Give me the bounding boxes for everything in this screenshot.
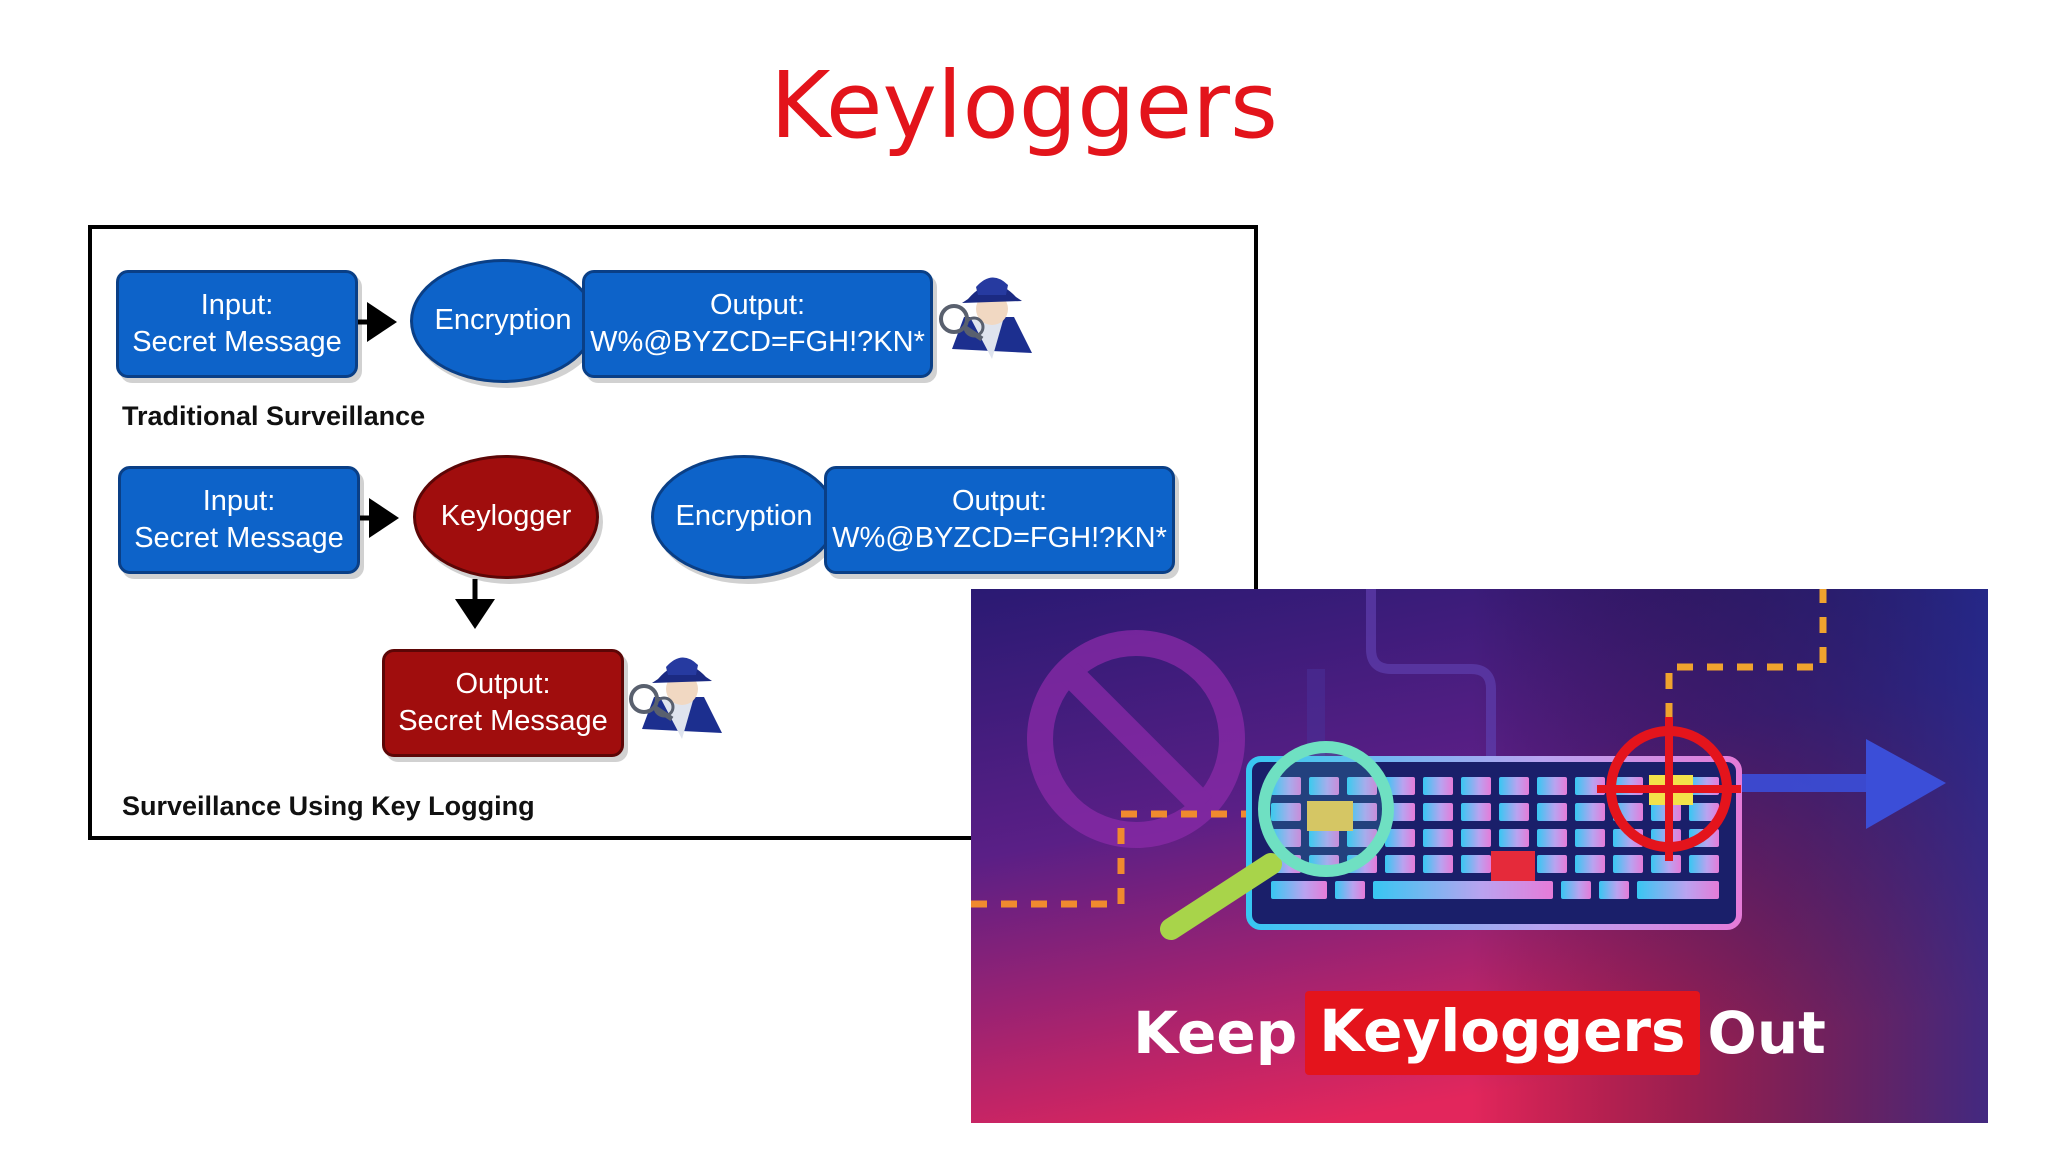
traditional-input-box: Input: Secret Message	[116, 270, 358, 378]
traditional-output-label: Output:	[709, 288, 806, 321]
arrow-right-icon	[1741, 739, 1946, 829]
keylogging-output-box: Output: W%@BYZCD=FGH!?KN*	[824, 466, 1175, 574]
keylogging-encryption-node: Encryption	[651, 455, 837, 579]
prohibition-icon	[1027, 630, 1245, 848]
captured-output-label: Output:	[455, 667, 551, 700]
traditional-caption: Traditional Surveillance	[122, 401, 426, 431]
keep-keyloggers-out-banner: Keep Keyloggers Out	[971, 589, 1988, 1123]
captured-output-box: Output: Secret Message	[382, 649, 624, 757]
spy-icon	[939, 277, 1032, 359]
traditional-encryption-label: Encryption	[434, 304, 572, 337]
traditional-output-box: Output: W%@BYZCD=FGH!?KN*	[582, 270, 933, 378]
banner-word-keep: Keep	[1133, 999, 1298, 1067]
keylogging-caption: Surveillance Using Key Logging	[122, 791, 535, 821]
keylogging-input-box: Input: Secret Message	[118, 466, 360, 574]
banner-illustration	[971, 589, 1988, 1123]
keylogger-node: Keylogger	[413, 455, 599, 579]
captured-output-value: Secret Message	[398, 705, 608, 737]
crosshair-icon	[1597, 717, 1741, 861]
traditional-encryption-node: Encryption	[410, 259, 596, 383]
traditional-input-label: Input:	[200, 288, 274, 321]
traditional-output-value: W%@BYZCD=FGH!?KN*	[590, 326, 925, 358]
page-title: Keyloggers	[770, 52, 1278, 159]
keylogging-input-value: Secret Message	[134, 522, 344, 554]
banner-word-out: Out	[1707, 999, 1826, 1067]
spy-icon	[629, 657, 722, 739]
banner-slogan: Keep Keyloggers Out	[971, 991, 1988, 1075]
keylogging-output-label: Output:	[951, 484, 1048, 517]
banner-word-keyloggers: Keyloggers	[1305, 991, 1700, 1075]
keylogging-output-value: W%@BYZCD=FGH!?KN*	[832, 522, 1167, 554]
traditional-input-value: Secret Message	[132, 326, 342, 358]
keylogger-label: Keylogger	[440, 500, 572, 533]
keylogging-input-label: Input:	[202, 484, 276, 517]
keylogging-encryption-label: Encryption	[675, 500, 813, 533]
keylogger-diagram: Input: Secret Message Encryption Output:…	[88, 225, 1258, 840]
magnifier-icon	[1160, 741, 1394, 940]
